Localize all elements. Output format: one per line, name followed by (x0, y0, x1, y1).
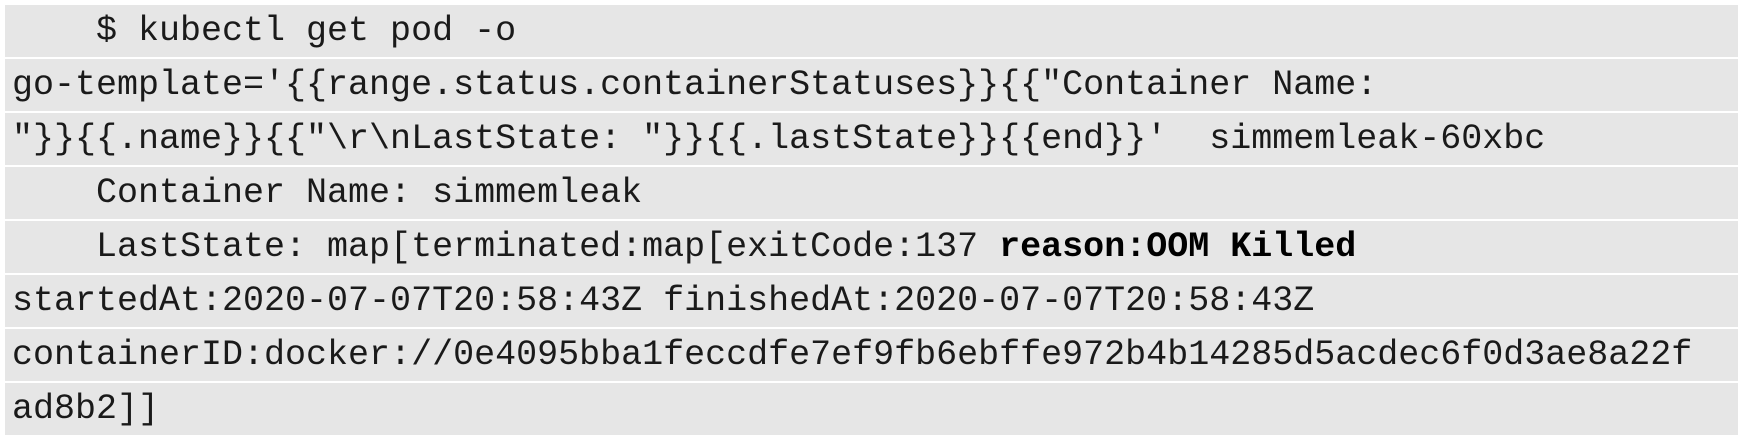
code-text: LastState: map[terminated:map[exitCode:1… (12, 227, 1000, 267)
code-text: Container Name: simmemleak (12, 173, 643, 213)
code-text: startedAt:2020-07-07T20:58:43Z finishedA… (12, 281, 1315, 321)
code-line-5: LastState: map[terminated:map[exitCode:1… (5, 221, 1738, 273)
code-line-1: $ kubectl get pod -o (5, 5, 1738, 57)
code-line-3: "}}{{.name}}{{"\r\nLastState: "}}{{.last… (5, 113, 1738, 165)
code-text: containerID:docker://0e4095bba1feccdfe7e… (12, 335, 1693, 375)
code-text: $ kubectl get pod -o (12, 11, 517, 51)
code-text: go-template='{{range.status.containerSta… (12, 65, 1378, 105)
code-line-6: startedAt:2020-07-07T20:58:43Z finishedA… (5, 275, 1738, 327)
code-line-4: Container Name: simmemleak (5, 167, 1738, 219)
code-line-2: go-template='{{range.status.containerSta… (5, 59, 1738, 111)
code-text: ad8b2]] (12, 389, 160, 429)
oom-killed-highlight: reason:OOM Killed (999, 227, 1357, 267)
code-line-7: containerID:docker://0e4095bba1feccdfe7e… (5, 329, 1738, 381)
code-text: "}}{{.name}}{{"\r\nLastState: "}}{{.last… (12, 119, 1546, 159)
code-line-8: ad8b2]] (5, 383, 1738, 435)
